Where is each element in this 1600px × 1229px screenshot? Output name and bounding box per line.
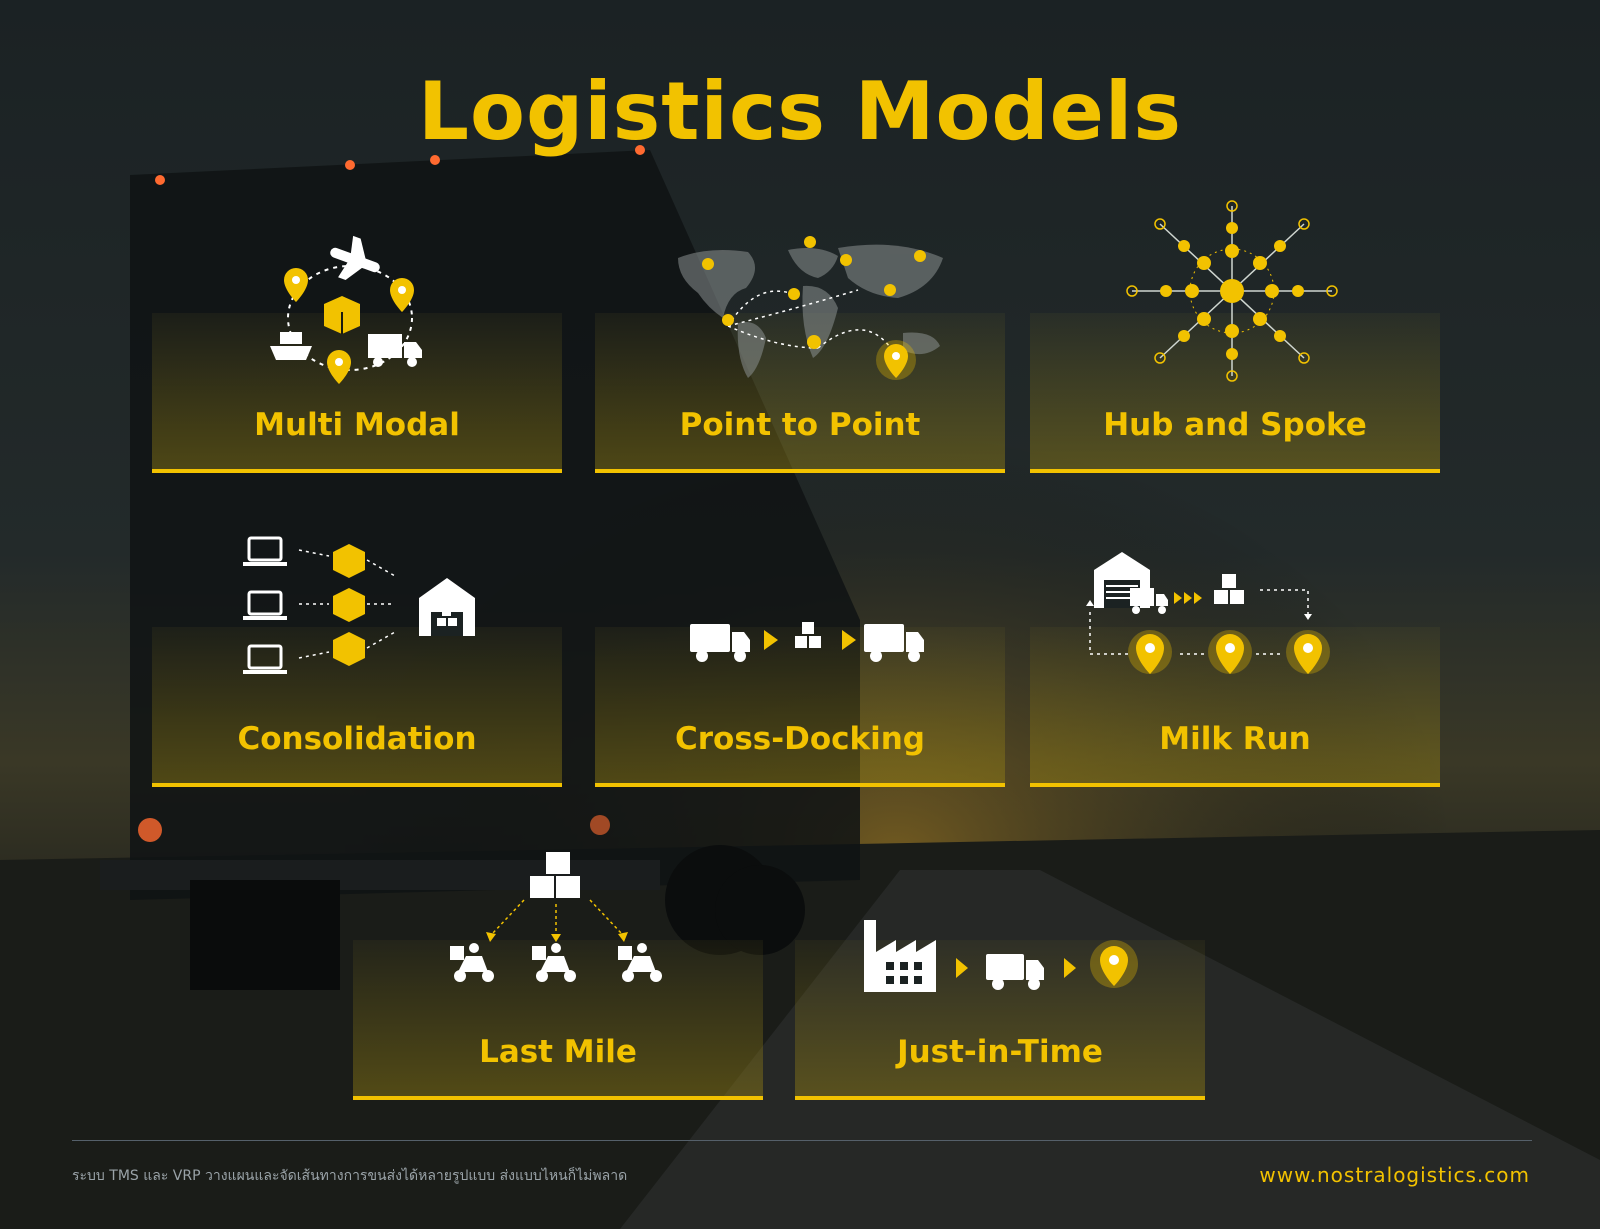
model-label: Hub and Spoke: [1103, 407, 1367, 443]
model-label: Point to Point: [679, 407, 921, 443]
model-label: Last Mile: [479, 1034, 637, 1070]
model-card-point-to-point: Point to Point: [595, 313, 1005, 473]
footer-tagline: ระบบ TMS และ VRP วางแผนและจัดเส้นทางการข…: [72, 1168, 628, 1184]
model-card-hub-and-spoke: Hub and Spoke: [1030, 313, 1440, 473]
world-map-route-icon: [678, 236, 943, 380]
model-label: Multi Modal: [254, 407, 460, 443]
warehouse-loop-pins-icon: [1086, 552, 1330, 674]
truck-boxes-truck-icon: [690, 622, 924, 662]
hub-network-icon: [1126, 200, 1338, 382]
model-card-multi-modal: Multi Modal: [152, 313, 562, 473]
boxes-to-scooters-icon: [450, 852, 662, 982]
multi-modal-icon: [270, 235, 422, 384]
factory-truck-pin-icon: [864, 920, 1138, 992]
model-label: Just-in-Time: [897, 1034, 1103, 1070]
footer-divider: [72, 1140, 1532, 1141]
page-title: Logistics Models: [418, 65, 1182, 158]
model-label: Consolidation: [237, 721, 477, 757]
model-card-cross-docking: Cross-Docking: [595, 627, 1005, 787]
laptops-boxes-warehouse-icon: [243, 536, 475, 674]
model-label: Milk Run: [1159, 721, 1311, 757]
model-label: Cross-Docking: [674, 721, 925, 757]
footer-website-link[interactable]: www.nostralogistics.com: [1259, 1163, 1530, 1187]
